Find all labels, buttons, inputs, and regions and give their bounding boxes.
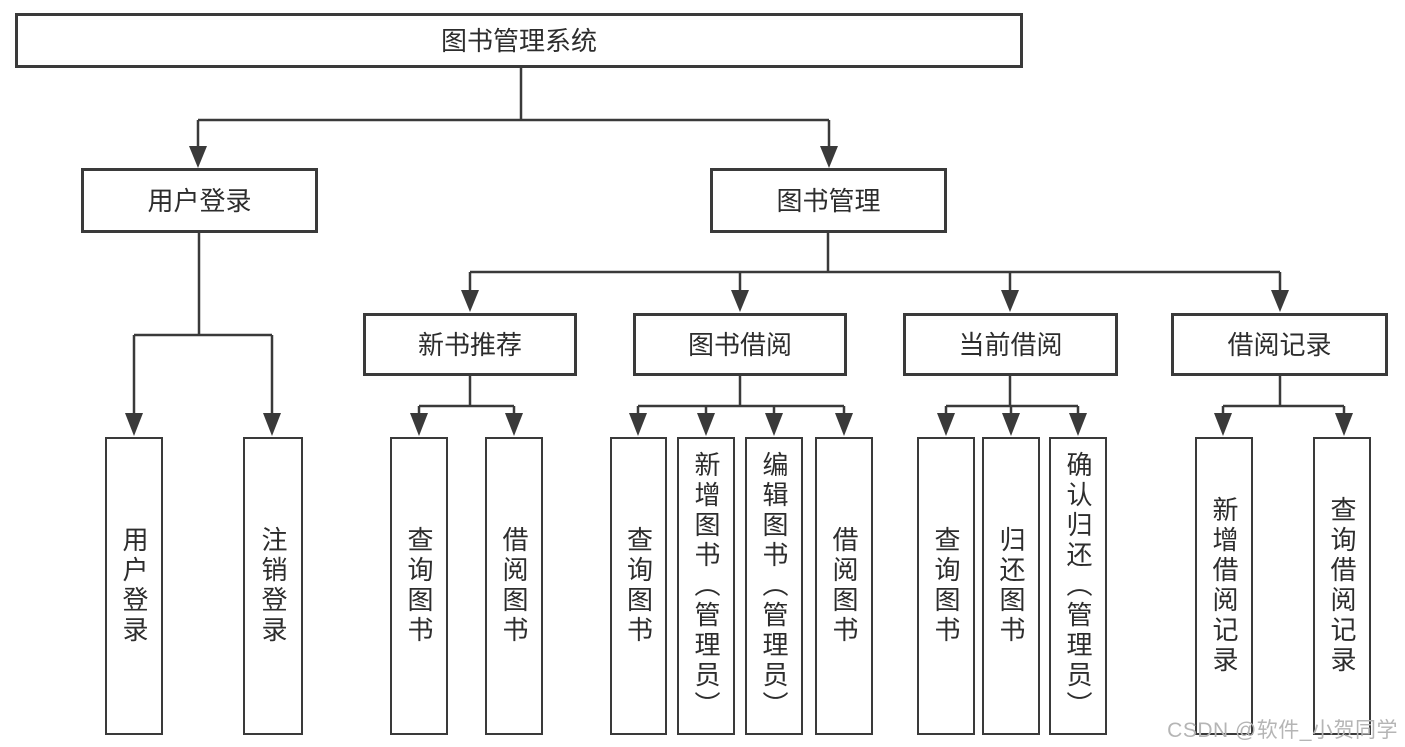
arrowhead-icon [835,413,853,436]
leaf-return-book: 归还图书 [982,437,1040,735]
connector-book-borrow-children [629,376,853,436]
leaf-query-book-recommend-label: 查询图书 [404,526,434,646]
arrowhead-icon [820,146,838,168]
node-current-borrow-label: 当前借阅 [958,329,1063,360]
leaf-confirm-return-admin: 确认归还（管理员） [1049,437,1107,735]
csdn-watermark: CSDN @软件_小贺同学 [1167,719,1398,742]
leaf-logout-label: 注销登录 [258,526,288,646]
connector-book-management-children [461,233,1289,312]
leaf-query-book-recommend: 查询图书 [390,437,448,735]
node-borrow-records-label: 借阅记录 [1227,329,1332,360]
arrowhead-icon [1335,413,1353,436]
leaf-borrow-book-recommend-label: 借阅图书 [499,526,529,646]
leaf-confirm-return-admin-label: 确认归还（管理员） [1063,451,1093,721]
leaf-query-book-borrow: 查询图书 [610,437,667,735]
arrowhead-icon [937,413,955,436]
connector-user-login-children [125,233,281,436]
arrowhead-icon [263,413,281,436]
leaf-query-book-current-label: 查询图书 [931,526,961,646]
node-book-management: 图书管理 [710,168,947,233]
node-user-login-label: 用户登录 [147,185,252,216]
leaf-borrow-book: 借阅图书 [815,437,873,735]
node-book-borrow: 图书借阅 [633,313,847,376]
arrowhead-icon [461,290,479,312]
leaf-edit-book-admin-label: 编辑图书（管理员） [759,451,789,721]
leaf-logout: 注销登录 [243,437,303,735]
node-book-management-label: 图书管理 [776,185,881,216]
leaf-query-borrow-record-label: 查询借阅记录 [1327,496,1357,676]
connector-root-to-level1 [189,68,838,168]
node-root: 图书管理系统 [15,13,1023,68]
arrowhead-icon [697,413,715,436]
arrowhead-icon [410,413,428,436]
arrowhead-icon [189,146,207,168]
arrowhead-icon [629,413,647,436]
arrowhead-icon [505,413,523,436]
leaf-user-login: 用户登录 [105,437,163,735]
connector-new-book-recommend-children [410,376,523,436]
arrowhead-icon [731,290,749,312]
leaf-add-borrow-record: 新增借阅记录 [1195,437,1253,735]
arrowhead-icon [1001,290,1019,312]
leaf-add-book-admin: 新增图书（管理员） [677,437,735,735]
arrowhead-icon [1069,413,1087,436]
node-new-book-recommend: 新书推荐 [363,313,577,376]
arrowhead-icon [1214,413,1232,436]
arrowhead-icon [1271,290,1289,312]
leaf-query-book-borrow-label: 查询图书 [623,526,654,646]
arrowhead-icon [1002,413,1020,436]
arrowhead-icon [125,413,143,436]
leaf-query-book-current: 查询图书 [917,437,975,735]
leaf-user-login-label: 用户登录 [119,526,149,646]
connector-current-borrow-children [937,376,1087,436]
node-user-login: 用户登录 [81,168,318,233]
leaf-add-borrow-record-label: 新增借阅记录 [1209,496,1239,676]
leaf-edit-book-admin: 编辑图书（管理员） [745,437,803,735]
arrowhead-icon [765,413,783,436]
leaf-borrow-book-label: 借阅图书 [829,526,859,646]
leaf-return-book-label: 归还图书 [996,526,1026,646]
leaf-add-book-admin-label: 新增图书（管理员） [691,451,721,721]
connector-borrow-records-children [1214,376,1353,436]
leaf-query-borrow-record: 查询借阅记录 [1313,437,1371,735]
node-current-borrow: 当前借阅 [903,313,1118,376]
node-borrow-records: 借阅记录 [1171,313,1388,376]
node-root-label: 图书管理系统 [440,25,597,56]
node-new-book-recommend-label: 新书推荐 [417,329,522,360]
node-book-borrow-label: 图书借阅 [687,329,792,360]
leaf-borrow-book-recommend: 借阅图书 [485,437,543,735]
